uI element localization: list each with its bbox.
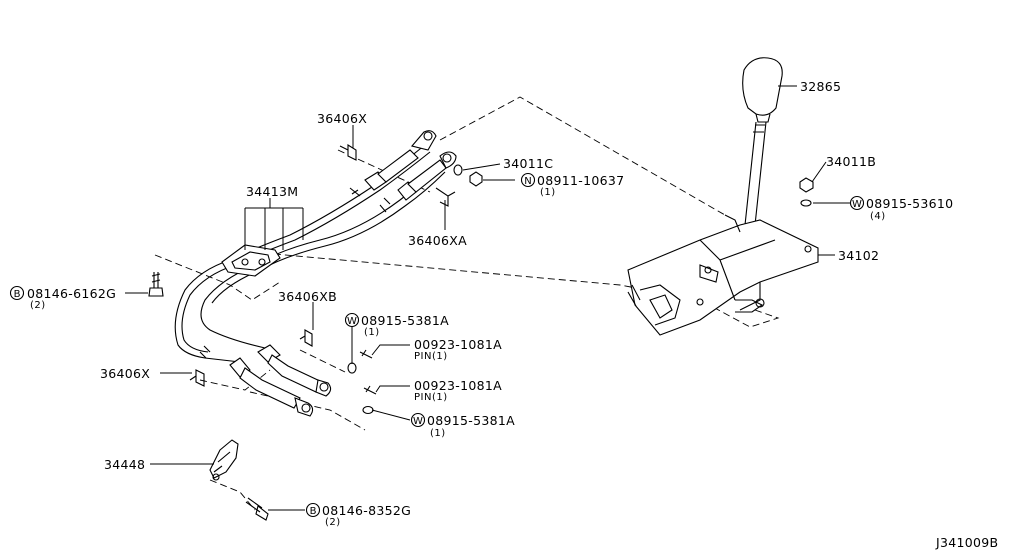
washer-53610 — [800, 199, 812, 207]
label-32865: 32865 — [800, 79, 841, 94]
label-36406xb: 36406XB — [278, 289, 337, 304]
diagram-id: J341009B — [935, 535, 998, 550]
label-08146-6162g: 08146-6162G — [27, 286, 116, 301]
qty-08915-53610: (4) — [870, 211, 886, 222]
label-34011b: 34011B — [826, 154, 876, 169]
pin-note-2: PIN(1) — [414, 392, 448, 403]
label-08146-8352g: 08146-8352G — [322, 503, 411, 518]
qty-08911-10637: (1) — [540, 187, 556, 198]
control-cables — [174, 130, 457, 417]
label-08915-53610: 08915-53610 — [866, 196, 953, 211]
qty-08146-8352g: (2) — [325, 517, 341, 528]
label-34011c: 34011C — [503, 156, 553, 171]
label-36406x-left: 36406X — [100, 366, 150, 381]
pin-note-1: PIN(1) — [414, 351, 448, 362]
clip-36406xa — [435, 187, 456, 207]
label-08911-10637: 08911-10637 — [537, 173, 624, 188]
cable-bracket-34413m — [221, 244, 281, 277]
bolt-6162g — [148, 272, 164, 297]
clip-36406x-left — [189, 369, 205, 387]
leader-lines — [125, 85, 850, 511]
clip-36406x-top — [339, 144, 357, 161]
washer-marker-53610: W — [852, 199, 862, 210]
clip-36406xb — [299, 329, 313, 347]
label-36406xa: 36406XA — [408, 233, 467, 248]
nut-34011b — [799, 177, 814, 193]
washer-marker-5381a-1: W — [347, 316, 357, 327]
label-08915-5381a-2: 08915-5381A — [427, 413, 515, 428]
label-34448: 34448 — [104, 457, 145, 472]
bracket-34448 — [209, 439, 239, 479]
label-34102: 34102 — [838, 248, 879, 263]
qty-08915-5381a-1: (1) — [364, 327, 380, 338]
shifter-base — [627, 219, 819, 336]
circle-markers: N W B W W B — [9, 172, 865, 518]
label-36406x-top: 36406X — [317, 111, 367, 126]
bolt-8352g — [245, 497, 269, 521]
shifter-assembly — [627, 57, 819, 336]
part-labels: 32865 34011B 08915-53610 (4) 34102 36406… — [27, 79, 998, 550]
bolt-marker-6162g: B — [14, 289, 21, 300]
label-00923-1081a-1: 00923-1081A — [414, 337, 502, 352]
qty-08915-5381a-2: (1) — [430, 428, 446, 439]
label-08915-5381a-1: 08915-5381A — [361, 313, 449, 328]
qty-08146-6162g: (2) — [30, 300, 46, 311]
label-00923-1081a-2: 00923-1081A — [414, 378, 502, 393]
washer-marker-5381a-2: W — [413, 416, 423, 427]
label-34413m: 34413M — [246, 184, 298, 199]
shift-knob — [742, 57, 783, 116]
nut-marker-10637: N — [524, 176, 531, 187]
bolt-marker-8352g: B — [310, 506, 317, 517]
